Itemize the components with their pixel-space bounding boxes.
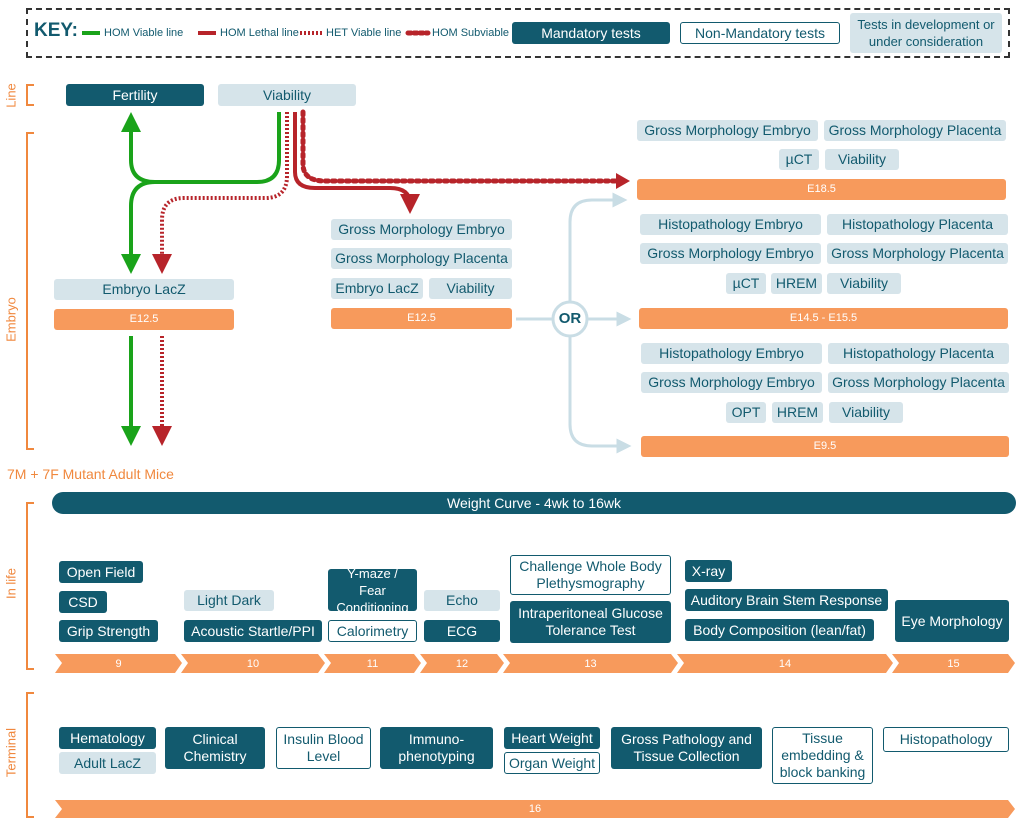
heart-weight-test: Heart Weight	[504, 727, 600, 749]
viable-to-fertility-arrow	[121, 112, 281, 184]
gm-embryo-e95: Gross Morphology Embryo	[641, 372, 822, 393]
gm-placenta-e125: Gross Morphology Placenta	[331, 248, 512, 269]
embryo-bracket	[26, 132, 34, 450]
legend-line-samples	[82, 30, 431, 36]
gm-embryo-e185: Gross Morphology Embryo	[637, 120, 818, 141]
gm-placenta-e185: Gross Morphology Placenta	[824, 120, 1006, 141]
in-life-bracket	[26, 502, 34, 670]
week-12-chevron	[420, 654, 504, 673]
legend-het-viable: HET Viable line	[326, 27, 402, 39]
week-13-chevron	[503, 654, 678, 673]
legend-hom-subviable: HOM Subviable	[432, 27, 510, 39]
week-10-label: 10	[246, 657, 260, 670]
immunophenotyping-test: Immuno-phenotyping	[380, 727, 493, 769]
histo-embryo-e145: Histopathology Embryo	[640, 214, 821, 235]
hematology-test: Hematology	[59, 727, 156, 749]
stage-e95: E9.5	[641, 436, 1009, 457]
histo-placenta-e145: Histopathology Placenta	[827, 214, 1008, 235]
week-10-chevron	[181, 654, 325, 673]
hrem-e145: HREM	[771, 273, 822, 294]
or-to-e95-arrow	[568, 336, 632, 454]
adult-lacz-test: Adult LacZ	[59, 752, 156, 774]
legend-mandatory: Mandatory tests	[512, 22, 670, 44]
gm-embryo-e125: Gross Morphology Embryo	[331, 219, 512, 240]
plethysmography-test: Challenge Whole Body Plethysmography	[510, 555, 671, 595]
line-bracket	[26, 84, 34, 106]
opt-e95: OPT	[726, 402, 766, 423]
body-composition-test: Body Composition (lean/fat)	[685, 619, 874, 641]
stage-e145: E14.5 - E15.5	[639, 308, 1008, 329]
fertility-test: Fertility	[66, 84, 204, 106]
week-15-chevron	[892, 654, 1015, 673]
legend-hom-viable: HOM Viable line	[104, 27, 184, 39]
hrem-e95: HREM	[772, 402, 823, 423]
clinical-chemistry-test: Clinical Chemistry	[165, 727, 265, 769]
subviable-arrowhead	[616, 173, 630, 189]
legend-non-mandatory: Non-Mandatory tests	[680, 22, 840, 44]
echo-test: Echo	[424, 590, 500, 611]
weight-curve-bar: Weight Curve - 4wk to 16wk	[52, 492, 1016, 514]
or-label: OR	[558, 310, 582, 327]
viability-e145: Viability	[827, 273, 901, 294]
week-15-label: 15	[947, 657, 960, 670]
histo-placenta-e95: Histopathology Placenta	[828, 343, 1009, 364]
gm-placenta-e145: Gross Morphology Placenta	[827, 243, 1008, 264]
or-circle	[551, 300, 589, 338]
tissue-embedding-test: Tissue embedding & block banking	[772, 727, 873, 784]
week-14-label: 14	[778, 657, 792, 670]
stage-e185: E18.5	[637, 179, 1006, 200]
grip-strength-test: Grip Strength	[59, 620, 158, 642]
lethal-to-e125-arrow	[293, 112, 420, 214]
or-to-e185-arrow	[568, 192, 628, 303]
week-16-chevron	[55, 800, 1015, 818]
gm-embryo-e145: Gross Morphology Embryo	[640, 243, 821, 264]
ipgtt-test: Intraperitoneal Glucose Tolerance Test	[510, 601, 671, 643]
stage-e125-left: E12.5	[54, 309, 234, 330]
organ-weight-test: Organ Weight	[504, 752, 600, 774]
viability-e125: Viability	[429, 278, 512, 299]
histopathology-test: Histopathology	[883, 727, 1009, 752]
week-11-chevron	[324, 654, 421, 673]
light-dark-test: Light Dark	[184, 590, 274, 611]
viability-e185: Viability	[825, 149, 899, 170]
stage-e125-mid: E12.5	[331, 308, 512, 329]
week-11-label: 11	[366, 657, 379, 670]
embryo-lacz-e125: Embryo LacZ	[331, 278, 423, 299]
legend-title: KEY:	[34, 20, 78, 41]
gm-placenta-e95: Gross Morphology Placenta	[828, 372, 1009, 393]
abr-test: Auditory Brain Stem Response	[685, 589, 888, 611]
histo-embryo-e95: Histopathology Embryo	[641, 343, 822, 364]
legend-in-development: Tests in development or under considerat…	[850, 13, 1002, 53]
ymaze-fear-test: Y-maze / Fear Conditioning	[328, 566, 417, 615]
het-viable-arrow	[152, 112, 289, 274]
terminal-bracket	[26, 692, 34, 818]
csd-test: CSD	[59, 591, 107, 613]
uct-e145: µCT	[726, 273, 766, 294]
insulin-test: Insulin Blood Level	[276, 727, 371, 769]
viable-to-lacz-arrow	[121, 180, 156, 274]
subviable-to-e185-arrow	[300, 109, 625, 184]
eye-morphology-test: Eye Morphology	[895, 600, 1009, 642]
week-12-label: 12	[455, 657, 469, 670]
week-9-label: 9	[115, 657, 122, 670]
gross-pathology-test: Gross Pathology and Tissue Collection	[611, 727, 762, 769]
acoustic-startle-test: Acoustic Startle/PPI	[184, 620, 322, 642]
viability-test: Viability	[218, 84, 356, 106]
legend-box: KEY: HOM Viable line HOM Lethal line HET…	[26, 8, 1010, 58]
calorimetry-test: Calorimetry	[328, 620, 417, 642]
xray-test: X-ray	[685, 560, 732, 582]
week-16-label: 16	[528, 803, 542, 815]
viability-e95: Viability	[829, 402, 903, 423]
week-14-chevron	[677, 654, 893, 673]
ecg-test: ECG	[424, 620, 500, 642]
adult-mice-label: 7M + 7F Mutant Adult Mice	[7, 466, 174, 482]
embryo-lacz-left: Embryo LacZ	[54, 279, 234, 300]
legend-hom-lethal: HOM Lethal line	[220, 27, 299, 39]
week-9-chevron	[55, 654, 182, 673]
open-field-test: Open Field	[59, 561, 143, 583]
week-13-label: 13	[584, 657, 597, 670]
uct-e185: µCT	[779, 149, 819, 170]
